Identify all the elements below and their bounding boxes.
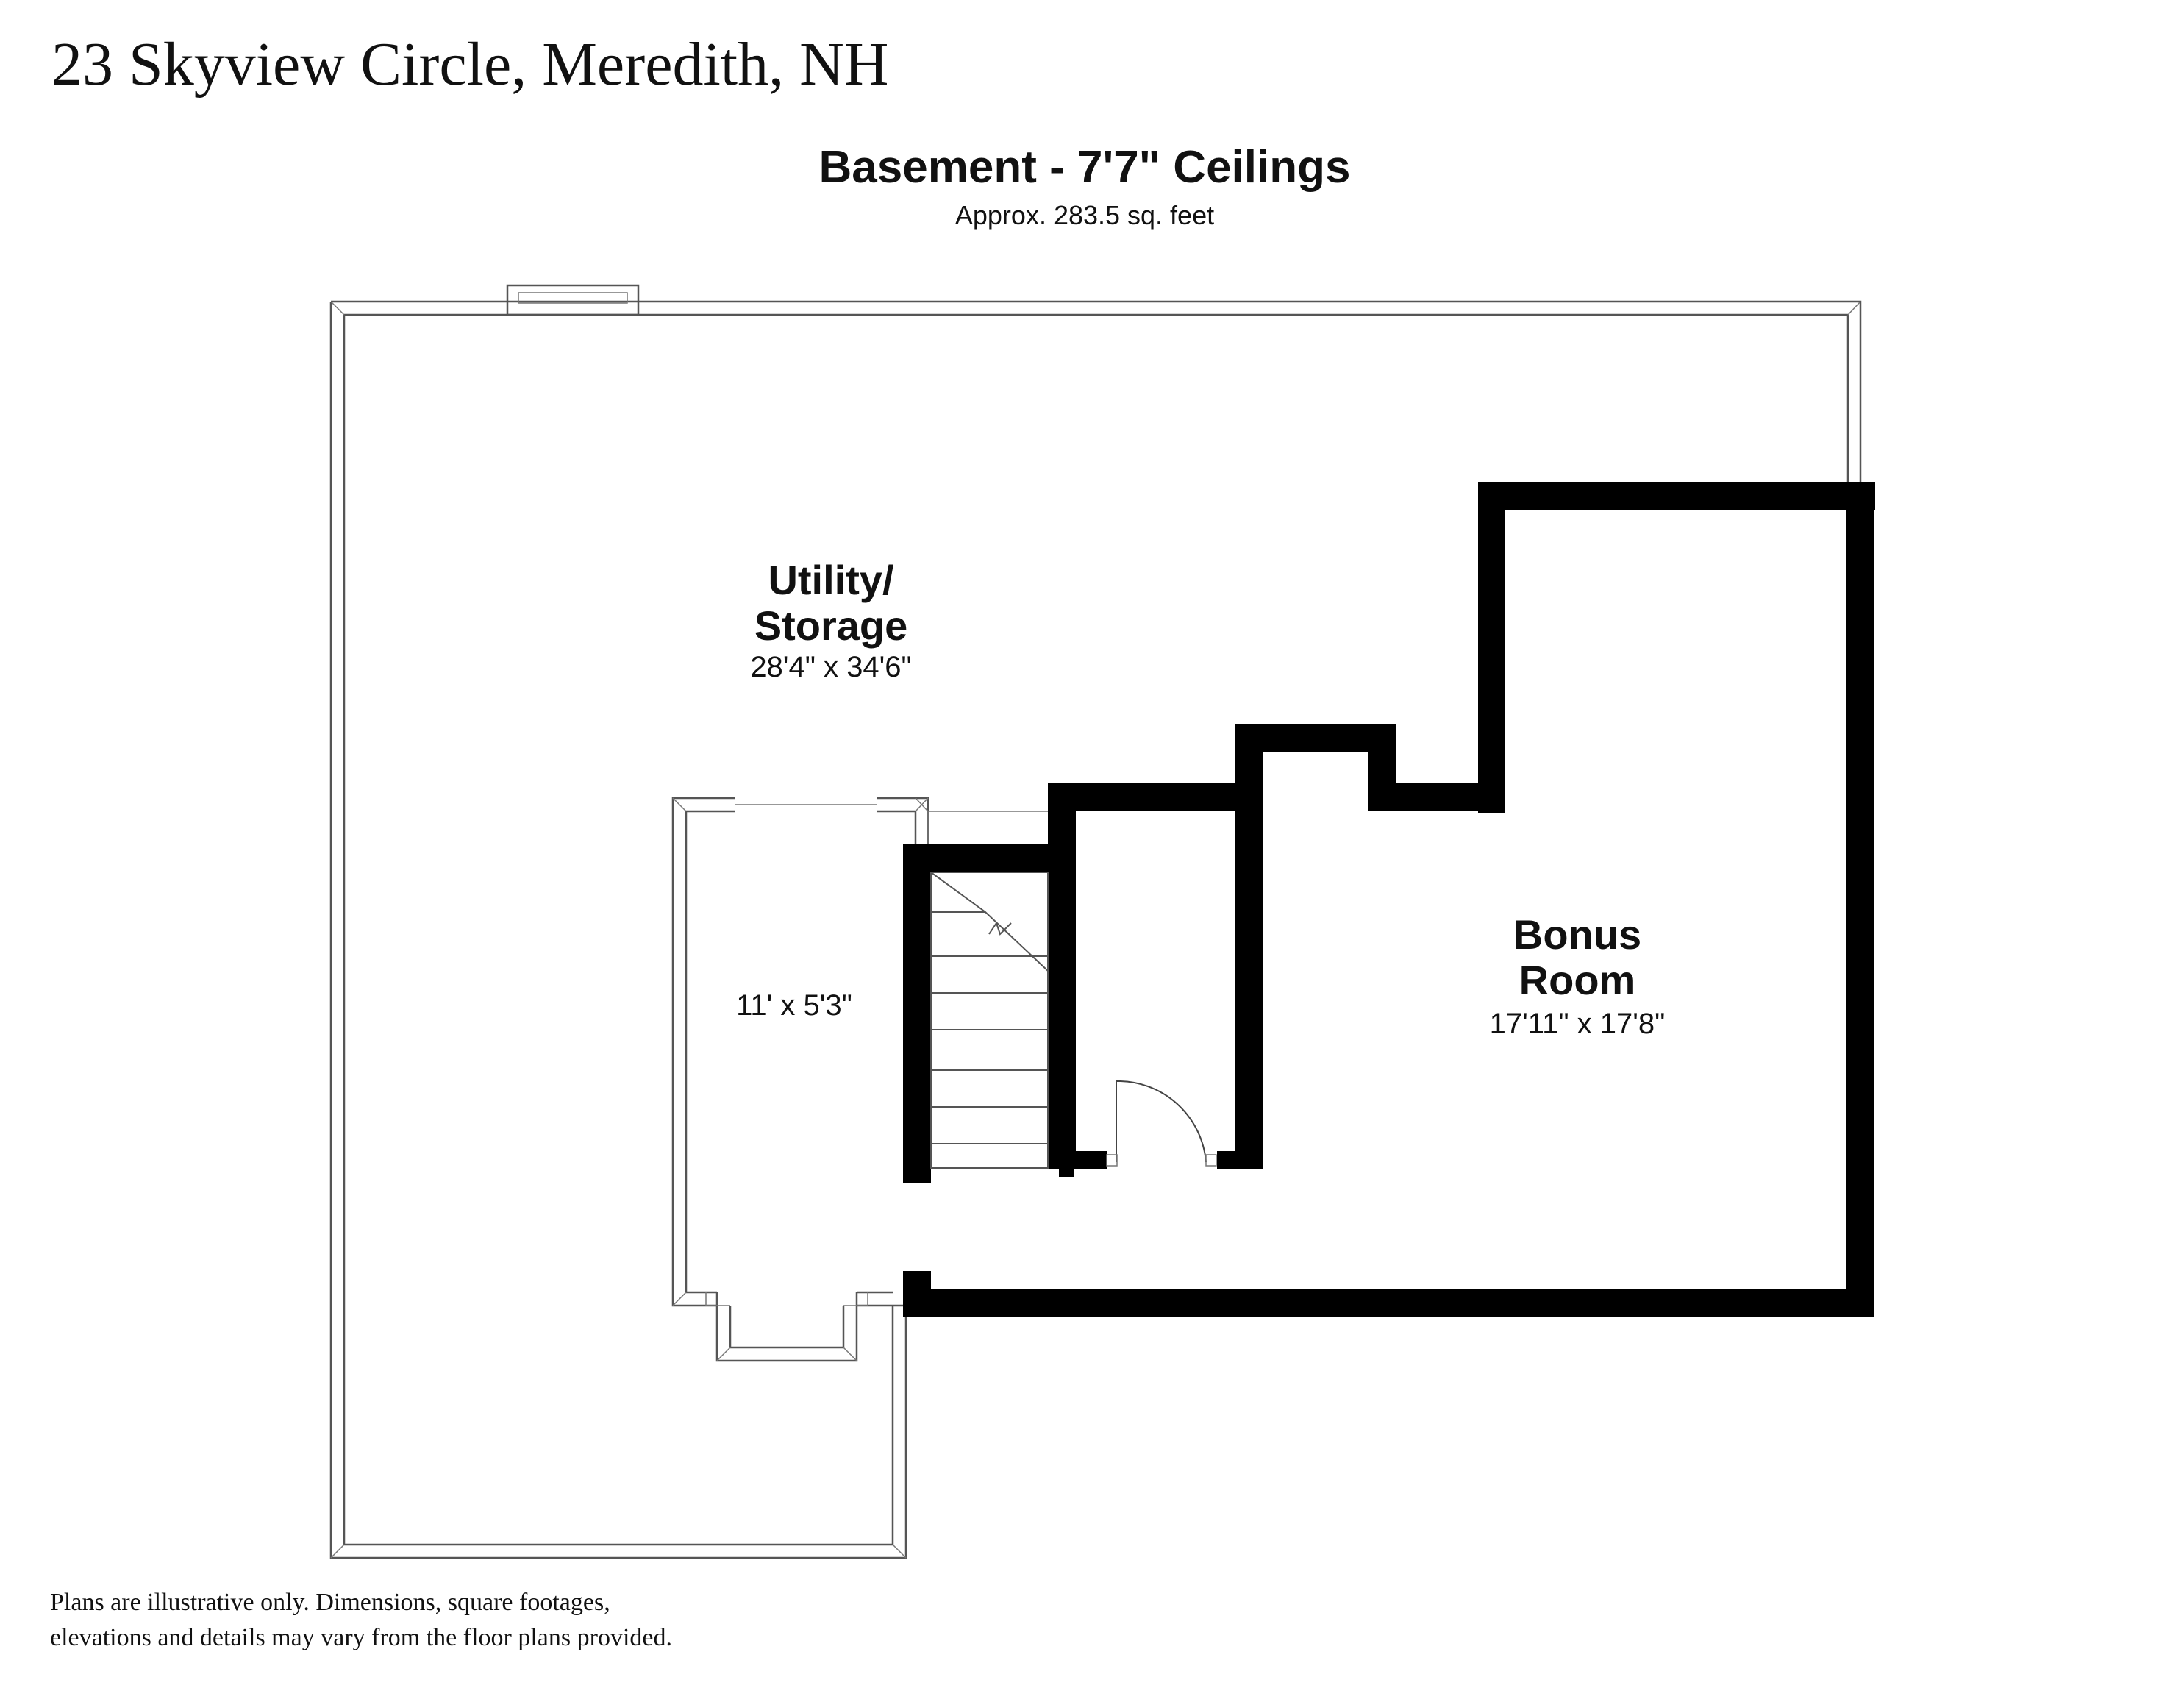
bonus-name-line1: Bonus [1513, 911, 1641, 958]
utility-name-line1: Utility/ [768, 557, 894, 603]
bonus-name-line2: Room [1519, 957, 1636, 1003]
floor-title: Basement - 7'7" Ceilings [819, 142, 1351, 193]
disclaimer-line2: elevations and details may vary from the… [50, 1624, 672, 1651]
stairs [930, 872, 1049, 1169]
bonus-dimensions: 17'11" x 17'8" [1490, 1008, 1666, 1040]
room-bonus-label: Bonus Room 17'11" x 17'8" [1490, 911, 1666, 1040]
side-room-dimensions: 11' x 5'3" [736, 989, 852, 1022]
room-utility-label: Utility/ Storage 28'4" x 34'6" [750, 557, 911, 683]
disclaimer-line1: Plans are illustrative only. Dimensions,… [50, 1589, 610, 1616]
closet-door [1106, 1080, 1217, 1167]
room-side-label: 11' x 5'3" [736, 989, 852, 1022]
floor-area: Approx. 283.5 sq. feet [955, 200, 1214, 230]
window-top [506, 284, 640, 316]
bay-window [705, 1292, 868, 1362]
utility-name-line2: Storage [754, 602, 908, 649]
basement-outline [329, 300, 1862, 1559]
side-room-outline [671, 797, 1052, 1307]
property-address: 23 Skyview Circle, Meredith, NH [51, 30, 889, 99]
utility-dimensions: 28'4" x 34'6" [750, 651, 911, 683]
walls [903, 482, 1875, 1317]
disclaimer: Plans are illustrative only. Dimensions,… [50, 1585, 672, 1656]
